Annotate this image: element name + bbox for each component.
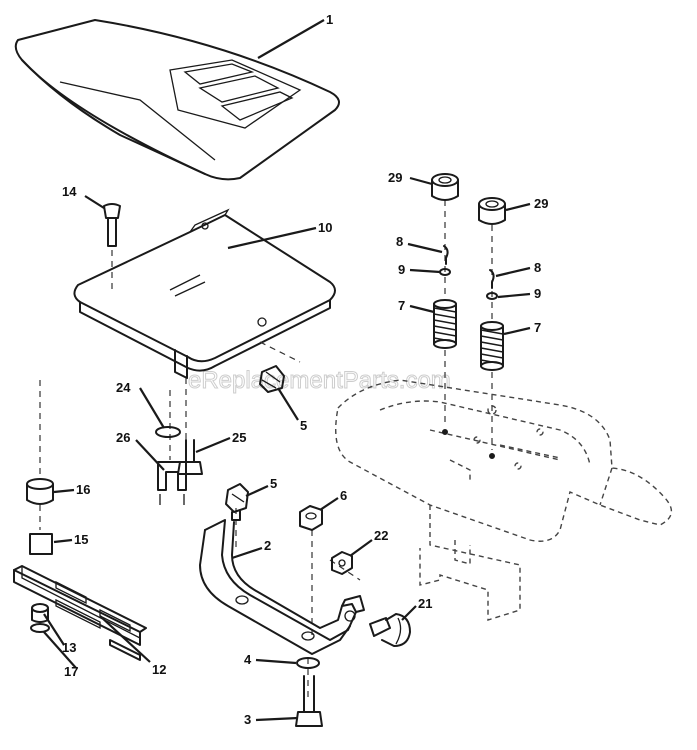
clip-26 [157, 461, 187, 505]
nut-6 [299, 505, 323, 531]
callout-bushing-15: 15 [74, 532, 88, 547]
callout-spring-left: 7 [398, 298, 405, 313]
callout-knob-21: 21 [418, 596, 432, 611]
knob-lower [225, 483, 249, 521]
cap-left [431, 173, 459, 201]
bushing-16 [26, 478, 54, 505]
callout-washer-bottom: 4 [244, 652, 252, 667]
washer-24 [155, 426, 181, 438]
bolt-3 [295, 675, 323, 727]
callout-washer-24: 24 [116, 380, 131, 395]
callout-slide-rail: 12 [152, 662, 166, 677]
callout-cap-left: 29 [388, 170, 402, 185]
seat-bracket [199, 519, 365, 655]
leader-lines [43, 19, 531, 722]
knob-upper [259, 365, 285, 393]
watermark: eReplacementParts.com [188, 367, 451, 394]
clip-left [443, 245, 449, 265]
callout-washer-left: 9 [398, 262, 405, 277]
callout-knob-right: 5 [300, 418, 307, 433]
screw-25 [177, 439, 203, 475]
axis-line-knob [259, 341, 301, 363]
callout-pivot-pin: 14 [62, 184, 77, 199]
seat [14, 19, 340, 181]
washer-4 [296, 657, 320, 669]
callout-knob-left: 5 [270, 476, 277, 491]
spring-left [433, 299, 457, 349]
clip-right [489, 269, 495, 289]
slide-rail [13, 565, 147, 661]
callout-clip-26: 26 [116, 430, 130, 445]
callout-screw-25: 25 [232, 430, 246, 445]
spring-right [480, 321, 504, 371]
callout-spacer-13: 13 [62, 640, 76, 655]
callout-spring-right: 7 [534, 320, 541, 335]
callout-seat-pan: 10 [318, 220, 332, 235]
callout-washer-right: 9 [534, 286, 541, 301]
callout-seat: 1 [326, 12, 333, 27]
frame-hole-left [442, 429, 448, 435]
pivot-pin [103, 203, 121, 292]
knob-21 [369, 613, 411, 647]
spacer-13 [31, 603, 49, 623]
frame-hole-right [489, 453, 495, 459]
bushing-15 [29, 505, 53, 555]
nut-22 [331, 551, 353, 575]
callout-washer-17: 17 [64, 664, 78, 679]
washer-17 [30, 623, 50, 633]
callout-clip-left: 8 [396, 234, 403, 249]
washer-9-right [486, 292, 498, 300]
callout-cap-right: 29 [534, 196, 548, 211]
callout-nut-22: 22 [374, 528, 388, 543]
callout-clip-right: 8 [534, 260, 541, 275]
seat-pan [73, 208, 336, 379]
callout-bushing-16: 16 [76, 482, 90, 497]
callout-bolt: 3 [244, 712, 251, 727]
cap-right [478, 197, 506, 225]
callout-seat-bracket: 2 [264, 538, 271, 553]
tractor-frame-outline [335, 379, 673, 621]
callout-nut-top: 6 [340, 488, 347, 503]
